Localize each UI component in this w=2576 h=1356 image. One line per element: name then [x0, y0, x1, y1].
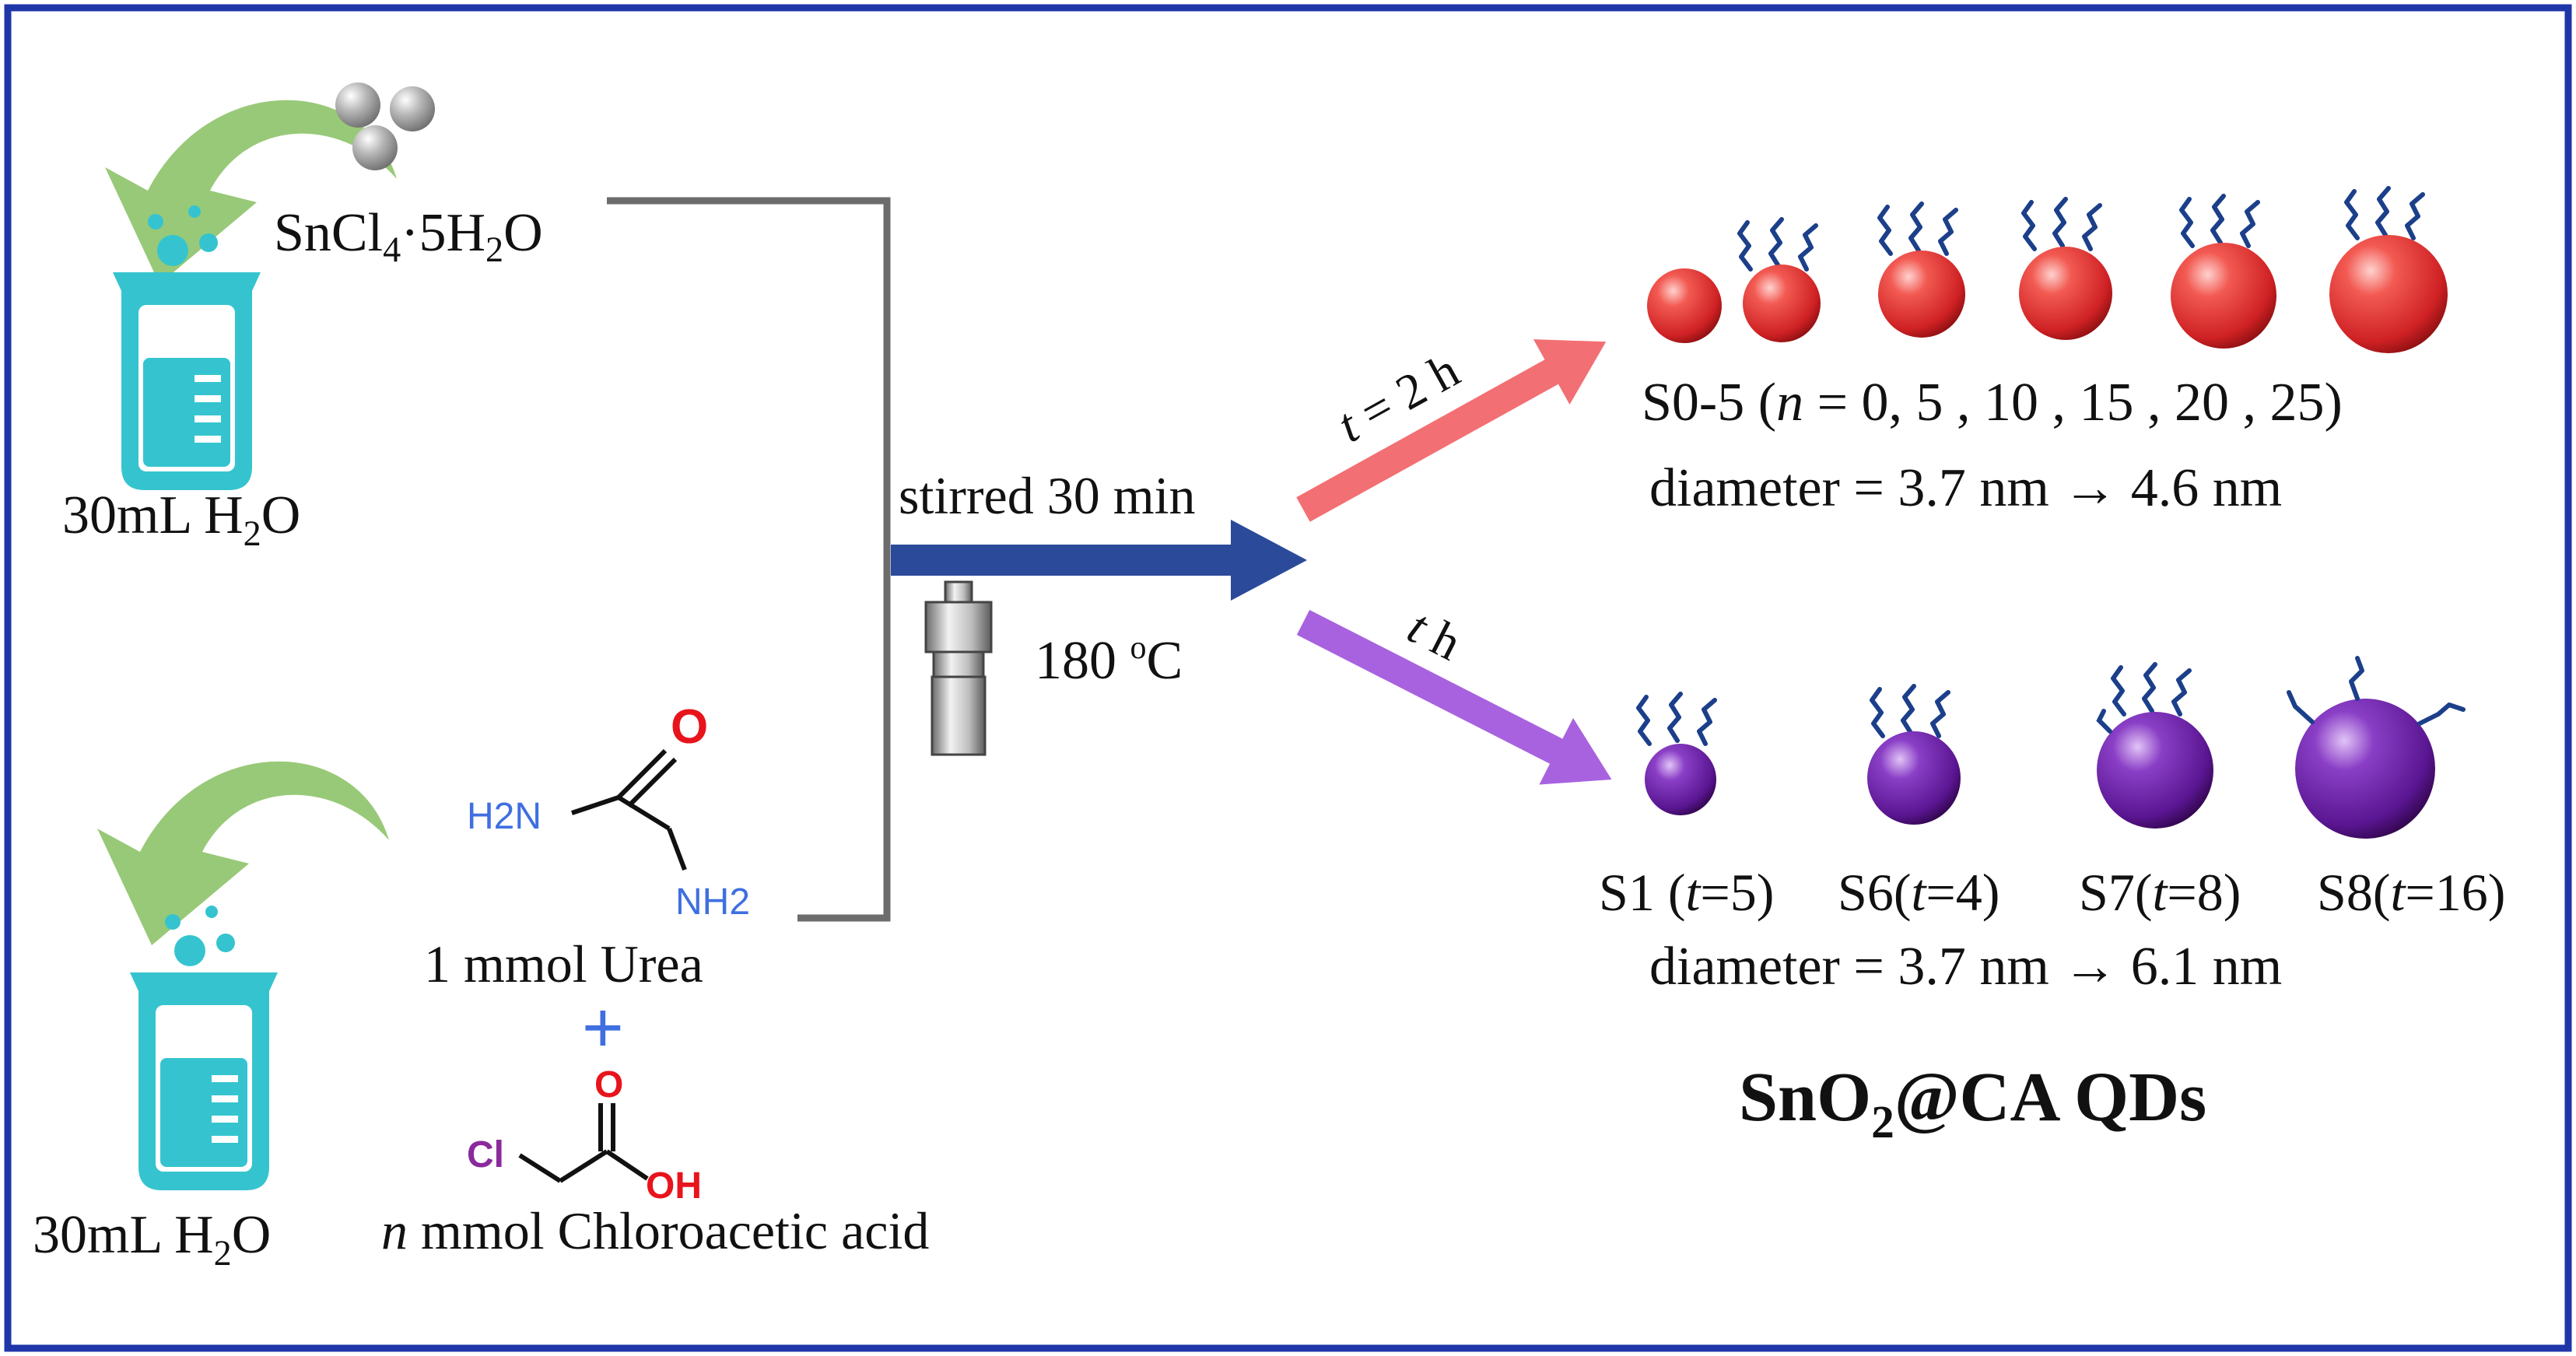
amine-group-left: H2N: [467, 796, 541, 837]
sample-label-s7: S7(t=8): [2079, 863, 2241, 922]
sample-label-s6: S6(t=4): [1838, 863, 1999, 922]
chloroacetic-acid-structure: Cl O OH: [467, 1064, 702, 1207]
lower-branch-arrow: [1296, 609, 1612, 785]
sample-label-s1: S1 (t=5): [1599, 863, 1774, 922]
upper-diameter-range: diameter = 3.7 nm → 4.6 nm: [1649, 458, 2282, 518]
quantum-dot-icon: [1740, 219, 1821, 342]
quantum-dot-icon: [2019, 199, 2112, 340]
frame-border: [4, 4, 2572, 1352]
plus-sign: +: [582, 988, 624, 1067]
main-process-arrow: [891, 520, 1307, 601]
quantum-dot-icon: [1647, 268, 1722, 343]
quantum-dot-icon: [2171, 196, 2276, 349]
product-title: SnO2@CA QDs: [1739, 1059, 2206, 1148]
red-qd-series: [1647, 188, 2448, 353]
tin-salt-label: SnCl4·5H2O: [274, 203, 543, 269]
carbonyl-oxygen: O: [594, 1064, 623, 1105]
urea-structure: O H2N NH2: [467, 700, 750, 923]
stir-condition: stirred 30 min: [899, 466, 1196, 525]
purple-qd-series: [1638, 656, 2466, 839]
chlorine-atom: Cl: [467, 1134, 504, 1176]
beaker-volume-label-top: 30mL H2O: [62, 485, 300, 553]
lower-diameter-range: diameter = 3.7 nm → 6.1 nm: [1649, 937, 2282, 997]
mixing-bracket: [607, 197, 891, 922]
sample-label-s8: S8(t=16): [2317, 863, 2505, 922]
oxygen-atom: O: [671, 700, 708, 754]
hydroxyl-group: OH: [646, 1165, 702, 1207]
quantum-dot-icon: [1878, 204, 1965, 338]
quantum-dot-icon: [1867, 686, 1961, 825]
quantum-dot-icon: [2329, 188, 2448, 353]
urea-label: 1 mmol Urea: [424, 934, 703, 993]
temperature-label: 180 oC: [1035, 630, 1183, 691]
upper-branch-arrow: [1296, 339, 1607, 522]
upper-sample-labels: S0-5 (n = 0, 5 , 10 , 15 , 20 , 25): [1642, 373, 2343, 433]
quantum-dot-icon: [2096, 664, 2213, 829]
grey-spheres-icon: [335, 82, 435, 170]
autoclave-icon: [924, 580, 993, 756]
quantum-dot-icon: [2287, 656, 2466, 839]
beaker-volume-label-bottom: 30mL H2O: [33, 1205, 271, 1273]
chloroacetic-acid-label: n mmol Chloroacetic acid: [381, 1201, 929, 1260]
amine-group-right: NH2: [675, 881, 750, 923]
quantum-dot-icon: [1638, 694, 1716, 815]
